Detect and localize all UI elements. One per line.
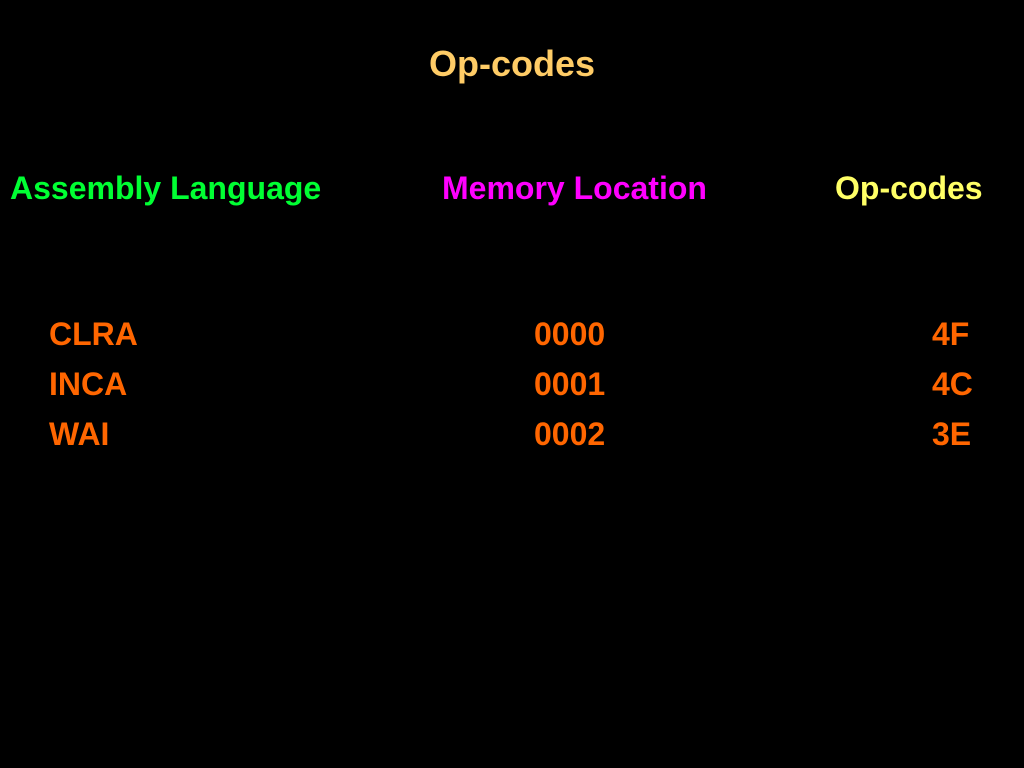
instruction-cell: INCA: [49, 366, 128, 402]
table-row: INCA 0001 4C: [0, 363, 1024, 413]
memory-location-cell: 0001: [534, 366, 606, 402]
table-row: CLRA 0000 4F: [0, 313, 1024, 363]
instruction-cell: CLRA: [49, 316, 138, 352]
opcode-cell: 4C: [932, 366, 973, 402]
opcode-cell: 3E: [932, 416, 972, 452]
assembly-language-header: Assembly Language: [10, 170, 322, 206]
opcode-cell: 4F: [932, 316, 970, 352]
slide-title: Op-codes: [428, 43, 596, 84]
table-row: WAI 0002 3E: [0, 413, 1024, 463]
instruction-cell: WAI: [49, 416, 110, 452]
instruction-table: CLRA 0000 4F INCA 0001 4C WAI 0002 3E: [0, 313, 1024, 463]
memory-location-header: Memory Location: [442, 170, 707, 206]
opcodes-header: Op-codes: [835, 170, 983, 206]
memory-location-cell: 0000: [534, 316, 606, 352]
memory-location-cell: 0002: [534, 416, 606, 452]
